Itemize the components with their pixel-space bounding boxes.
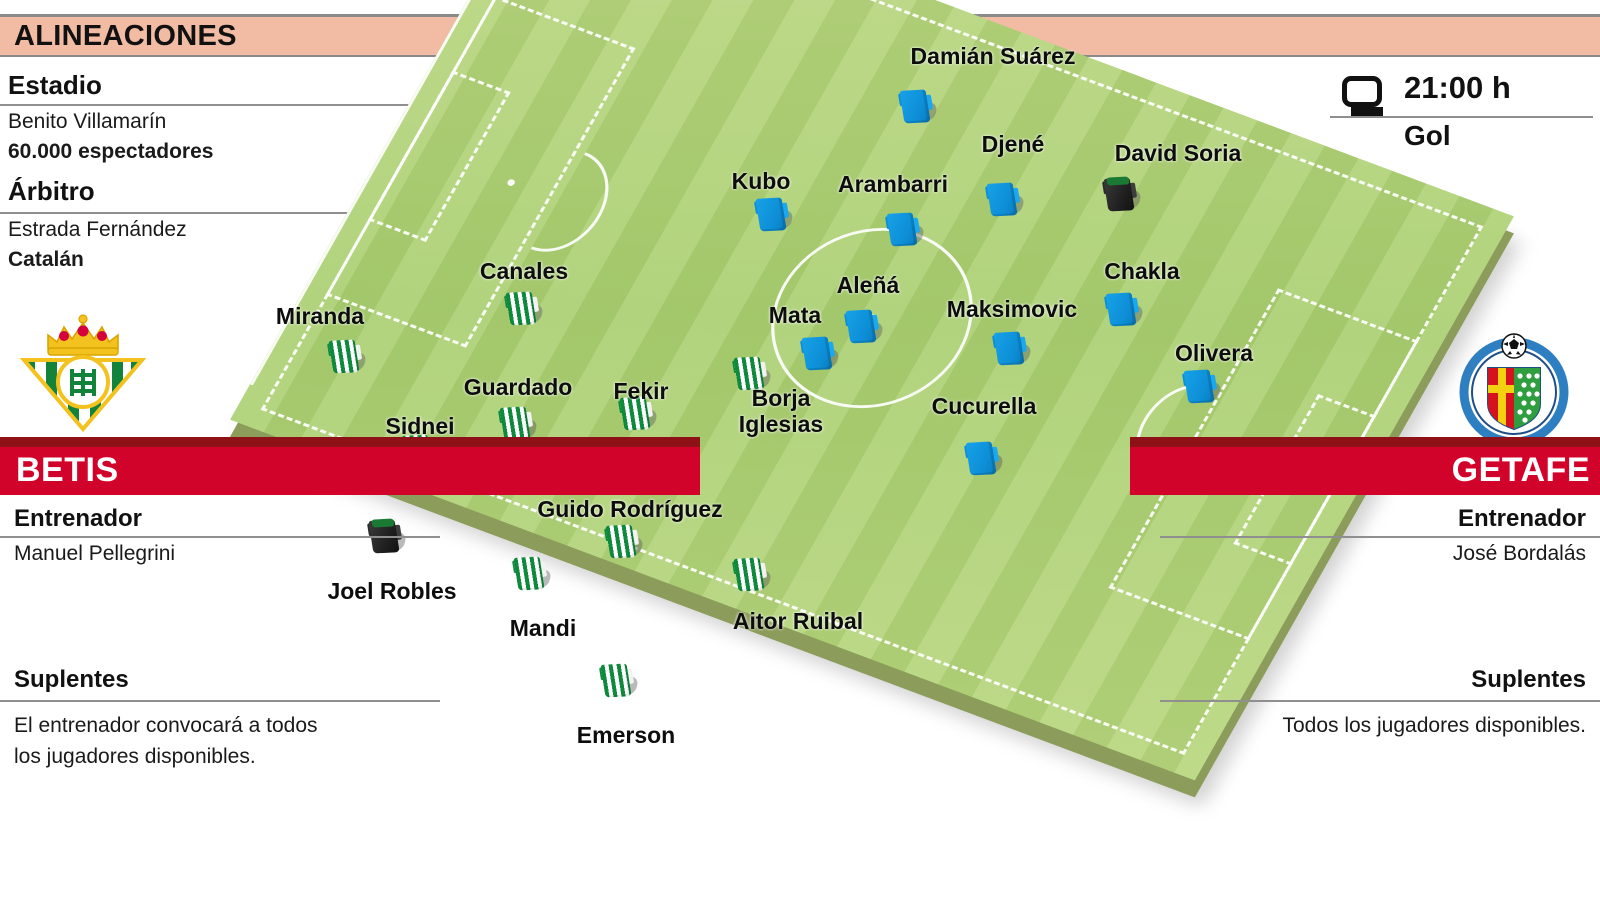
home-subs-rule bbox=[0, 700, 440, 702]
player-kit-icon bbox=[1104, 291, 1145, 331]
home-subs-label: Suplentes bbox=[14, 666, 129, 693]
stadium-label: Estadio bbox=[8, 70, 102, 100]
player-name-away: Kubo bbox=[731, 168, 791, 194]
player-kit-icon bbox=[985, 181, 1026, 221]
player-name-home: Fekir bbox=[613, 378, 669, 404]
referee-label: Árbitro bbox=[8, 176, 95, 206]
tv-channel: Gol bbox=[1404, 120, 1451, 151]
player-kit-icon bbox=[754, 196, 795, 236]
player-name-away: Aleñá bbox=[836, 272, 900, 298]
stadium-capacity: 60.000 espectadores bbox=[8, 140, 214, 163]
away-subs-rule bbox=[1160, 700, 1600, 702]
player-name-away: Chakla bbox=[1104, 258, 1180, 284]
away-subs-text: Todos los jugadores disponibles. bbox=[1282, 714, 1586, 737]
away-coach-rule bbox=[1160, 536, 1600, 538]
player-name-away: Maksimovic bbox=[946, 296, 1078, 322]
player-kit-icon bbox=[504, 290, 545, 330]
stadium-name: Benito Villamarín bbox=[8, 110, 167, 133]
player-name-away: Cucurella bbox=[931, 393, 1037, 419]
player-name-away: Djené bbox=[981, 131, 1045, 157]
referee-rule bbox=[0, 212, 470, 214]
player-name-home: Joel Robles bbox=[327, 578, 457, 604]
away-coach-label: Entrenador bbox=[1457, 505, 1586, 532]
away-team-crest bbox=[1455, 330, 1573, 448]
player-name-away: Mata bbox=[768, 302, 822, 328]
player-name-away: David Soria bbox=[1114, 140, 1242, 166]
home-team-band: BETIS bbox=[0, 437, 700, 495]
player-kit-icon bbox=[844, 308, 885, 348]
away-subs-label: Suplentes bbox=[1471, 666, 1586, 693]
tv-icon bbox=[1342, 76, 1390, 122]
player-name-home: Aitor Ruibal bbox=[732, 608, 864, 634]
home-coach-label: Entrenador bbox=[14, 505, 143, 532]
player-kit-icon bbox=[992, 330, 1033, 370]
player-name-home: Guido Rodríguez bbox=[537, 496, 723, 522]
player-name-home: Borja Iglesias bbox=[738, 385, 824, 437]
player-kit-icon bbox=[800, 335, 841, 375]
player-kit-icon bbox=[732, 556, 773, 596]
player-name-home: Guardado bbox=[463, 374, 573, 400]
home-team-name: BETIS bbox=[16, 451, 119, 489]
player-kit-icon bbox=[1182, 368, 1223, 408]
page-title: ALINEACIONES bbox=[14, 20, 237, 52]
player-kit-icon bbox=[1102, 176, 1143, 216]
away-team-band: GETAFE bbox=[1130, 437, 1600, 495]
stadium-rule bbox=[0, 104, 470, 106]
player-name-home: Mandi bbox=[509, 615, 577, 641]
player-kit-icon bbox=[512, 555, 553, 595]
broadcast-rule bbox=[1330, 116, 1593, 118]
player-name-away: Damián Suárez bbox=[910, 43, 1076, 69]
player-kit-icon bbox=[327, 338, 368, 378]
player-name-home: Canales bbox=[479, 258, 569, 284]
player-name-home: Emerson bbox=[576, 722, 676, 748]
home-team-crest bbox=[18, 305, 148, 435]
player-kit-icon bbox=[885, 211, 926, 251]
player-kit-icon bbox=[367, 518, 408, 558]
referee-committee: Catalán bbox=[8, 248, 84, 271]
player-name-away: Arambarri bbox=[838, 171, 948, 197]
player-kit-icon bbox=[964, 440, 1005, 480]
home-subs-text: El entrenador convocará a todos los juga… bbox=[14, 714, 318, 768]
home-coach-name: Manuel Pellegrini bbox=[14, 542, 176, 565]
player-name-home: Miranda bbox=[275, 303, 365, 329]
home-coach-rule bbox=[0, 536, 440, 538]
kickoff-time: 21:00 h bbox=[1404, 70, 1511, 105]
referee-name: Estrada Fernández bbox=[8, 218, 187, 241]
away-coach-name: José Bordalás bbox=[1452, 542, 1586, 565]
player-name-away: Olivera bbox=[1175, 340, 1253, 366]
player-kit-icon bbox=[599, 662, 640, 702]
player-name-home: Sidnei bbox=[385, 413, 455, 439]
broadcast-block: 21:00 h Gol bbox=[1330, 70, 1593, 162]
player-kit-icon bbox=[898, 88, 939, 128]
away-team-name: GETAFE bbox=[1451, 451, 1590, 489]
player-kit-icon bbox=[604, 523, 645, 563]
